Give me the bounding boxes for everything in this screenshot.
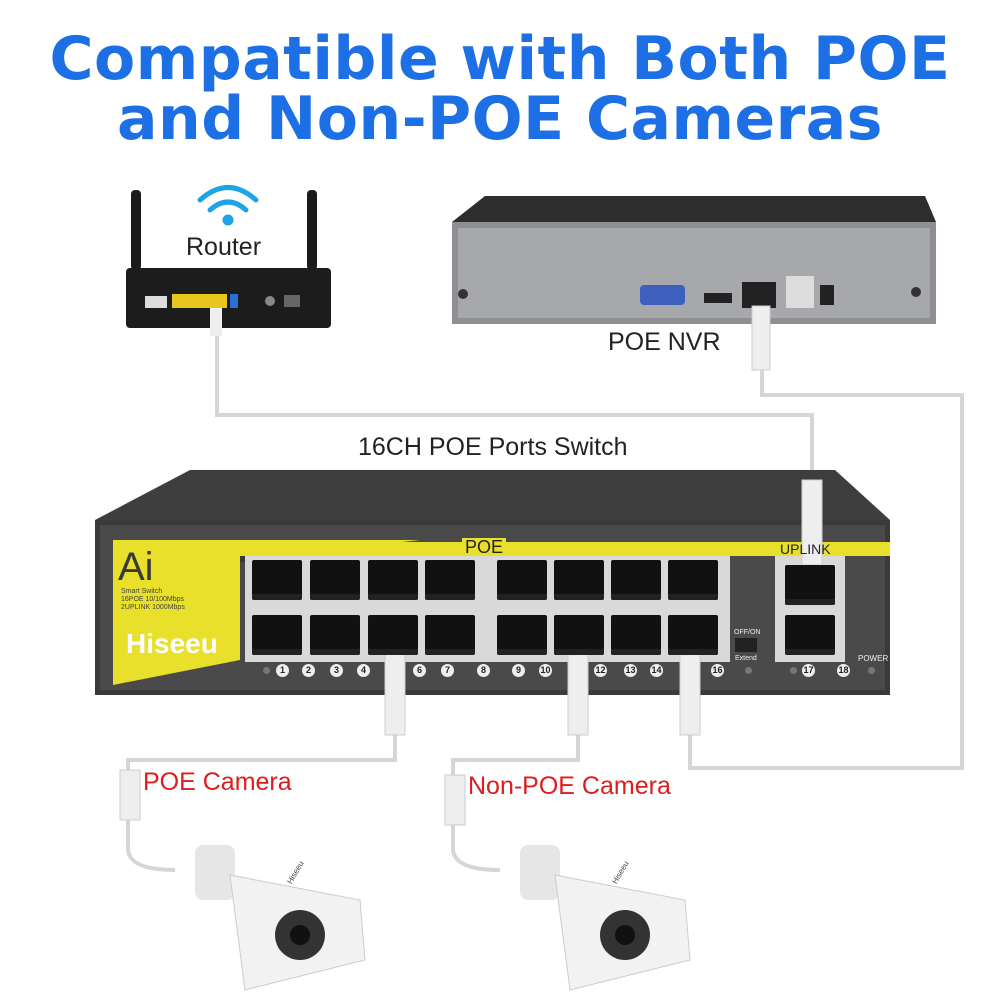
- port[interactable]: [252, 615, 302, 655]
- port[interactable]: [310, 560, 360, 600]
- port-number: 8: [477, 664, 490, 677]
- port-number: 13: [624, 664, 637, 677]
- port[interactable]: [554, 615, 604, 655]
- poe-group-label: POE: [462, 538, 507, 556]
- port-number: 4: [357, 664, 370, 677]
- port[interactable]: [668, 615, 718, 655]
- spec-line: Smart Switch: [121, 588, 163, 595]
- power-label: POWER: [858, 654, 889, 663]
- port-number: 3: [330, 664, 343, 677]
- uplink-port[interactable]: [785, 615, 835, 655]
- port[interactable]: [310, 615, 360, 655]
- port[interactable]: [497, 615, 547, 655]
- headline-line-1: Compatible with Both POE: [49, 24, 951, 94]
- status-led: [790, 667, 797, 674]
- nvr-label: POE NVR: [608, 328, 721, 356]
- port-number: 18: [837, 664, 850, 677]
- router-label: Router: [186, 233, 262, 261]
- port-number: 10: [539, 664, 552, 677]
- poe-camera-device: [119, 769, 366, 991]
- ai-badge: Ai: [118, 545, 154, 589]
- ethernet-plugs: [384, 479, 823, 736]
- port-number: 17: [802, 664, 815, 677]
- port[interactable]: [668, 560, 718, 600]
- power-led: [868, 667, 875, 674]
- port[interactable]: [368, 615, 418, 655]
- switch-specs: Smart Switch 16POE 10/100Mbps 2UPLINK 10…: [121, 588, 185, 612]
- nonpoe-camera-label: Non-POE Camera: [468, 772, 671, 800]
- headline-line-2: and Non-POE Cameras: [117, 84, 883, 154]
- port[interactable]: [425, 615, 475, 655]
- switch-label: 16CH POE Ports Switch: [358, 433, 628, 461]
- dip-switch-bottom-label: Extend: [735, 655, 757, 662]
- wifi-icon: [197, 185, 259, 226]
- nonpoe-camera-device: [444, 774, 691, 991]
- poe-camera-label: POE Camera: [143, 768, 292, 796]
- nvr-device: [452, 196, 936, 371]
- port[interactable]: [425, 560, 475, 600]
- spec-line: 16POE 10/100Mbps: [121, 596, 185, 603]
- port[interactable]: [368, 560, 418, 600]
- status-led: [263, 667, 270, 674]
- router-device: [126, 190, 331, 336]
- router-cable: [215, 335, 814, 480]
- port[interactable]: [554, 560, 604, 600]
- port-number: 12: [594, 664, 607, 677]
- port-number: 9: [512, 664, 525, 677]
- port-number: 7: [441, 664, 454, 677]
- port-number: 16: [711, 664, 724, 677]
- port-number: 14: [650, 664, 663, 677]
- spec-line: 2UPLINK 1000Mbps: [121, 604, 185, 611]
- port-number: 6: [413, 664, 426, 677]
- port-number: 1: [276, 664, 289, 677]
- port[interactable]: [611, 560, 661, 600]
- port[interactable]: [252, 560, 302, 600]
- nvr-cable: [688, 370, 964, 770]
- poe-camera-cable: [126, 735, 397, 872]
- switch-device: [95, 470, 890, 695]
- uplink-port[interactable]: [785, 565, 835, 605]
- port[interactable]: [497, 560, 547, 600]
- uplink-group-label: UPLINK: [780, 541, 831, 557]
- port[interactable]: [611, 615, 661, 655]
- brand-logo: Hiseeu: [126, 628, 218, 659]
- status-led: [745, 667, 752, 674]
- port-number: 2: [302, 664, 315, 677]
- dip-switch-top-label: OFF/ON: [734, 629, 761, 636]
